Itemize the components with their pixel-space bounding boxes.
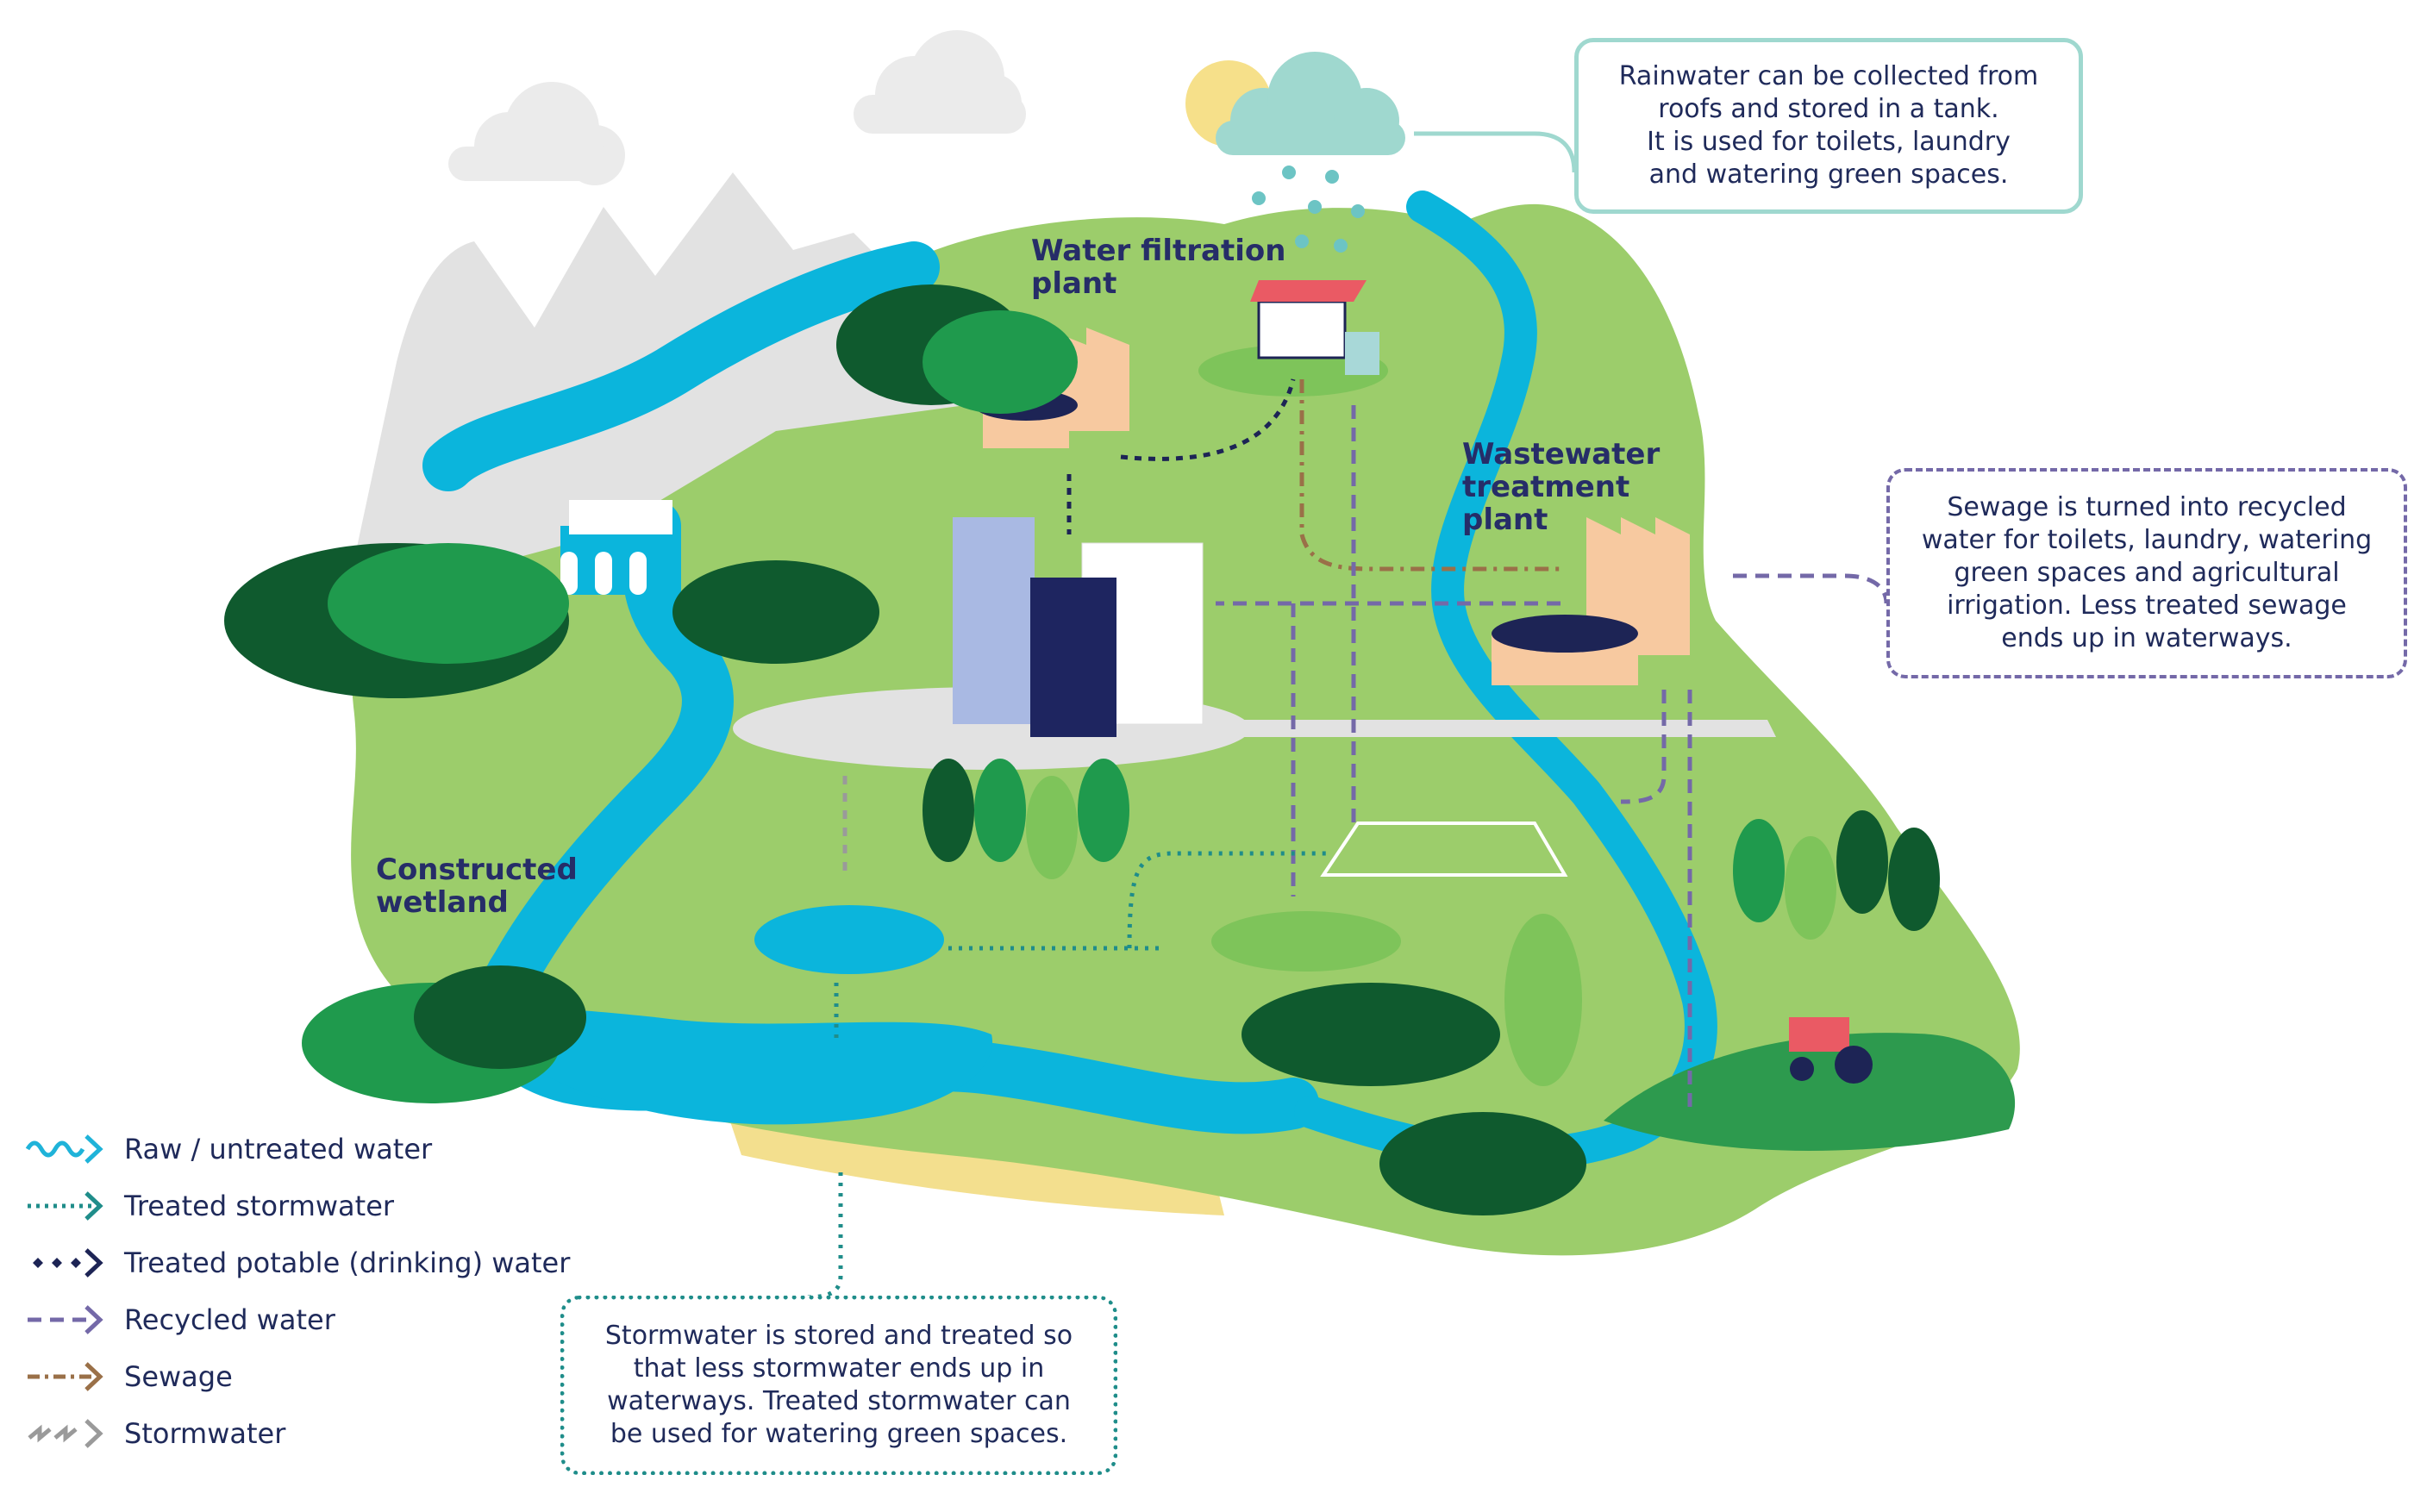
- legend-label: Stormwater: [124, 1417, 286, 1450]
- sewage-callout: Sewage is turned into recycled water for…: [1886, 468, 2407, 678]
- house-with-tank: [1198, 280, 1388, 397]
- flow-treated-storm-2: [1127, 851, 1328, 949]
- trees: [224, 284, 1940, 1215]
- river-lake: [483, 1009, 993, 1125]
- flow-potable: [1120, 378, 1296, 461]
- diamond-arrow-icon: [33, 1248, 103, 1278]
- lightning-arrow-icon: [28, 1419, 103, 1448]
- callout-connector-sewage: [1733, 573, 1889, 604]
- legend-label: Raw / untreated water: [124, 1133, 433, 1165]
- legend-label: Sewage: [124, 1360, 233, 1393]
- river-right: [1294, 191, 1717, 1171]
- raindrops: [1252, 166, 1365, 253]
- stormwater-callout: Stormwater is stored and treated so that…: [560, 1296, 1117, 1475]
- wavy-arrow-icon: [25, 1134, 103, 1164]
- flow-lines: [801, 131, 1889, 1300]
- legend-label: Treated stormwater: [124, 1190, 395, 1222]
- callout-connector-rain: [1414, 131, 1577, 173]
- legend: Raw / untreated water Treated stormwater…: [24, 1121, 570, 1462]
- cloud-left: [448, 82, 625, 185]
- dash-dot-arrow-icon: [28, 1362, 103, 1391]
- legend-label: Treated potable (drinking) water: [124, 1246, 571, 1279]
- flower-bed: [1211, 911, 1401, 972]
- legend-item-recycled-water: Recycled water: [24, 1291, 570, 1348]
- flow-recycled-4: [1620, 690, 1667, 804]
- road-horizontal: [1190, 720, 1776, 737]
- callout-connector-storm: [801, 1172, 843, 1300]
- flow-sewage: [1299, 379, 1560, 572]
- dashed-arrow-icon: [28, 1305, 103, 1334]
- legend-label: Recycled water: [124, 1303, 335, 1336]
- cloud-right: [854, 30, 1026, 134]
- farm-field: [1604, 1033, 2016, 1151]
- legend-item-raw-water: Raw / untreated water: [24, 1121, 570, 1178]
- rainwater-callout: Rainwater can be collected from roofs an…: [1574, 38, 2083, 214]
- rain-cloud: [1216, 52, 1405, 155]
- sports-field: [1320, 822, 1568, 877]
- legend-item-sewage: Sewage: [24, 1348, 570, 1405]
- dam: [560, 500, 681, 595]
- city-buildings: [953, 517, 1204, 737]
- label-constructed-wetland: Constructed wetland: [376, 853, 578, 920]
- legend-item-treated-stormwater: Treated stormwater: [24, 1178, 570, 1234]
- label-water-filtration-plant: Water filtration plant: [1031, 234, 1286, 301]
- tractor: [1789, 1017, 1873, 1084]
- wetland-pond: [754, 905, 944, 974]
- wastewater-treatment-plant: [1492, 517, 1690, 685]
- legend-item-stormwater: Stormwater: [24, 1405, 570, 1462]
- legend-item-potable-water: Treated potable (drinking) water: [24, 1234, 570, 1291]
- dotted-arrow-icon: [28, 1191, 103, 1221]
- label-wastewater-treatment-plant: Wastewater treatment plant: [1462, 437, 1661, 537]
